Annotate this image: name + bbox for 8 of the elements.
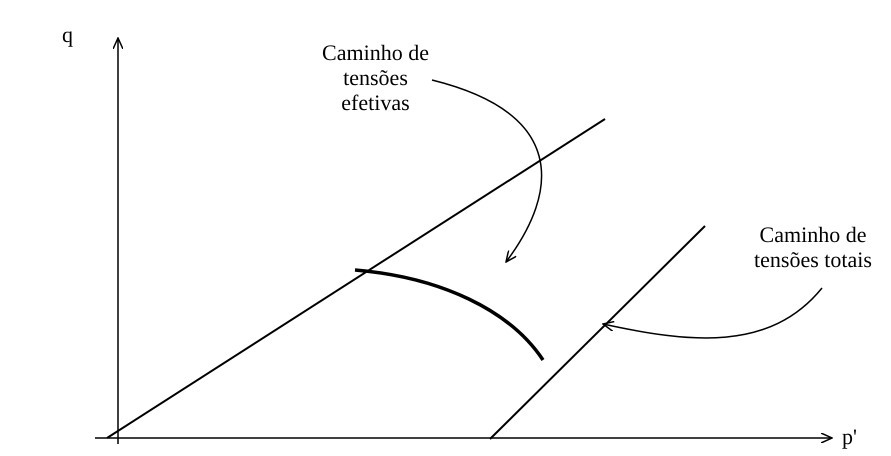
leader-arrow (602, 287, 823, 339)
stress-path-line (489, 225, 706, 440)
stress-path-curve (354, 268, 544, 362)
leader-arrow (432, 79, 542, 263)
axis-label: p' (842, 424, 857, 449)
path-label: Caminho de tensões efetivas (318, 40, 433, 115)
path-label: Caminho de tensões totais (735, 222, 891, 272)
axis-label: q (62, 22, 73, 47)
